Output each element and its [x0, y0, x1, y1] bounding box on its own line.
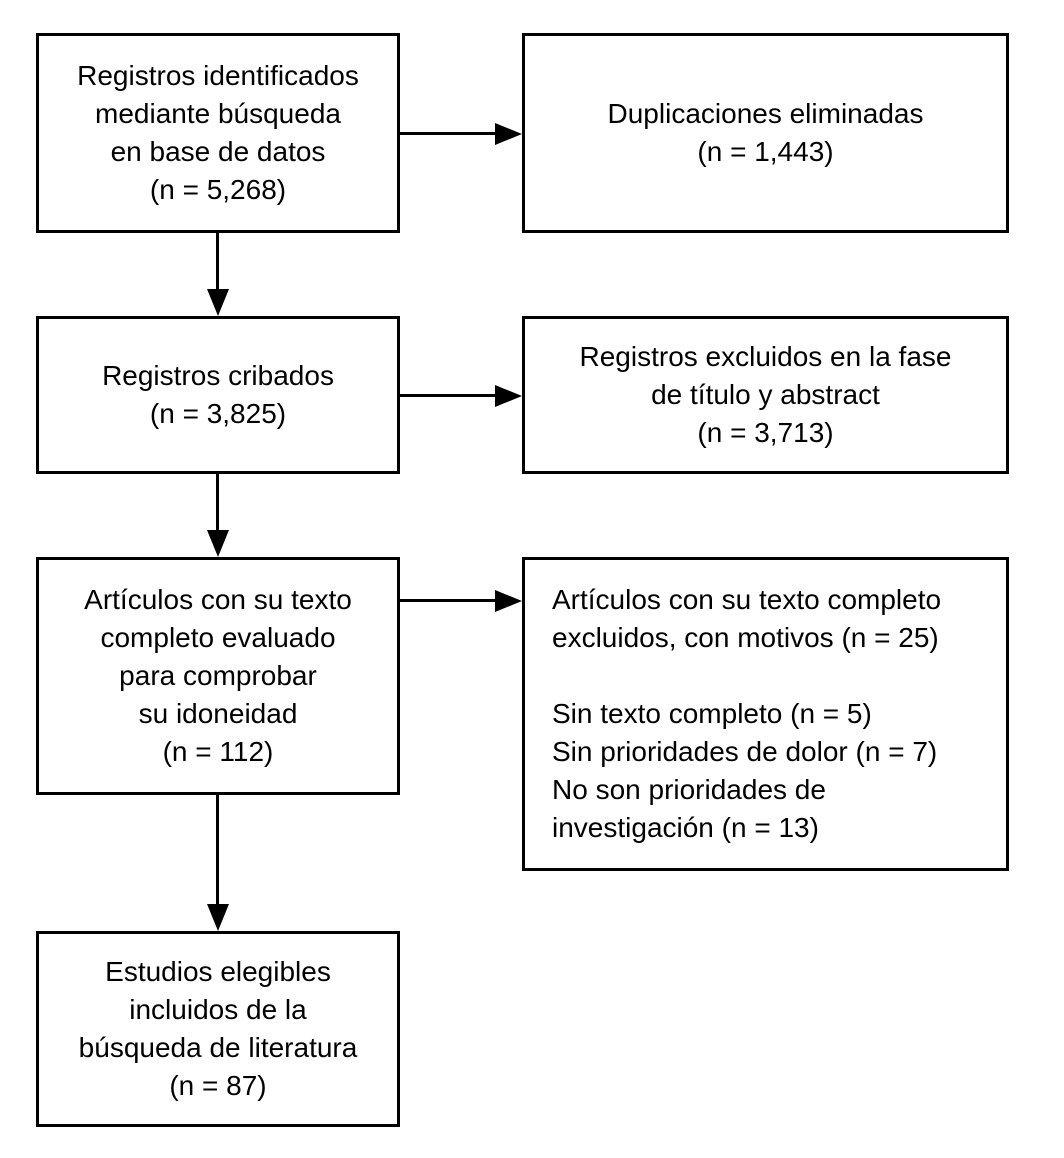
- node-fulltext-articles-excluded: Artículos con su texto completo excluido…: [522, 557, 1009, 871]
- fulltext-excluded-line-2: excluidos, con motivos (n = 25): [552, 622, 939, 653]
- arrow-shaft: [400, 394, 497, 397]
- included-line-1: Estudios elegibles: [105, 956, 331, 987]
- node-eligible-studies-included: Estudios elegibles incluidos de la búsqu…: [36, 931, 400, 1127]
- fulltext-assessed-line-2: completo evaluado: [100, 622, 336, 653]
- duplicates-removed-count: (n = 1,443): [697, 136, 834, 167]
- arrow-screened-to-fulltext-assessed: [206, 474, 229, 557]
- arrow-head-right-icon: [495, 122, 522, 145]
- records-identified-line-1: Registros identificados: [77, 60, 359, 91]
- arrow-fulltext-assessed-to-fulltext-excluded: [400, 589, 522, 612]
- fulltext-assessed-line-1: Artículos con su texto: [84, 584, 352, 615]
- records-identified-count: (n = 5,268): [149, 174, 287, 205]
- duplicates-removed-line-1: Duplicaciones eliminadas: [607, 98, 924, 129]
- fulltext-excluded-reason-1: Sin texto completo (n = 5): [552, 698, 872, 729]
- records-identified-line-3: en base de datos: [110, 136, 326, 167]
- arrow-shaft: [216, 474, 219, 532]
- records-identified-line-2: mediante búsqueda: [95, 98, 341, 129]
- arrow-head-down-icon: [206, 904, 229, 931]
- records-screened-line-1: Registros cribados: [102, 360, 334, 391]
- fulltext-excluded-reason-3a: No son prioridades de: [552, 774, 826, 805]
- arrow-shaft: [400, 132, 497, 135]
- arrow-shaft: [400, 599, 497, 602]
- records-excluded-ta-line-2: de título y abstract: [651, 379, 880, 410]
- arrow-identified-to-screened: [206, 233, 229, 316]
- included-line-3: búsqueda de literatura: [78, 1032, 358, 1063]
- node-duplicates-removed: Duplicaciones eliminadas (n = 1,443): [522, 33, 1009, 233]
- node-fulltext-articles-assessed: Artículos con su texto completo evaluado…: [36, 557, 400, 795]
- included-line-2: incluidos de la: [129, 994, 307, 1025]
- fulltext-assessed-line-3: para comprobar: [119, 660, 317, 691]
- included-count: (n = 87): [169, 1070, 267, 1101]
- fulltext-excluded-reason-3b: investigación (n = 13): [552, 812, 819, 843]
- fulltext-excluded-line-1: Artículos con su texto completo: [552, 584, 942, 615]
- node-records-screened: Registros cribados (n = 3,825): [36, 316, 400, 474]
- node-records-excluded-title-abstract: Registros excluidos en la fase de título…: [522, 316, 1009, 474]
- node-records-identified: Registros identificados mediante búsqued…: [36, 33, 400, 233]
- fulltext-assessed-line-4: su idoneidad: [138, 698, 298, 729]
- arrow-head-down-icon: [206, 289, 229, 316]
- records-screened-count: (n = 3,825): [149, 398, 287, 429]
- arrow-head-down-icon: [206, 530, 229, 557]
- fulltext-assessed-count: (n = 112): [162, 736, 274, 767]
- records-excluded-ta-count: (n = 3,713): [697, 417, 834, 448]
- arrow-shaft: [216, 233, 219, 291]
- arrow-head-right-icon: [495, 589, 522, 612]
- arrow-shaft: [216, 795, 219, 906]
- records-excluded-ta-line-1: Registros excluidos en la fase: [579, 341, 952, 372]
- fulltext-excluded-reason-2: Sin prioridades de dolor (n = 7): [552, 736, 938, 767]
- arrow-fulltext-assessed-to-included: [206, 795, 229, 931]
- arrow-screened-to-excluded-title-abstract: [400, 384, 522, 407]
- arrow-identified-to-duplicates: [400, 122, 522, 145]
- arrow-head-right-icon: [495, 384, 522, 407]
